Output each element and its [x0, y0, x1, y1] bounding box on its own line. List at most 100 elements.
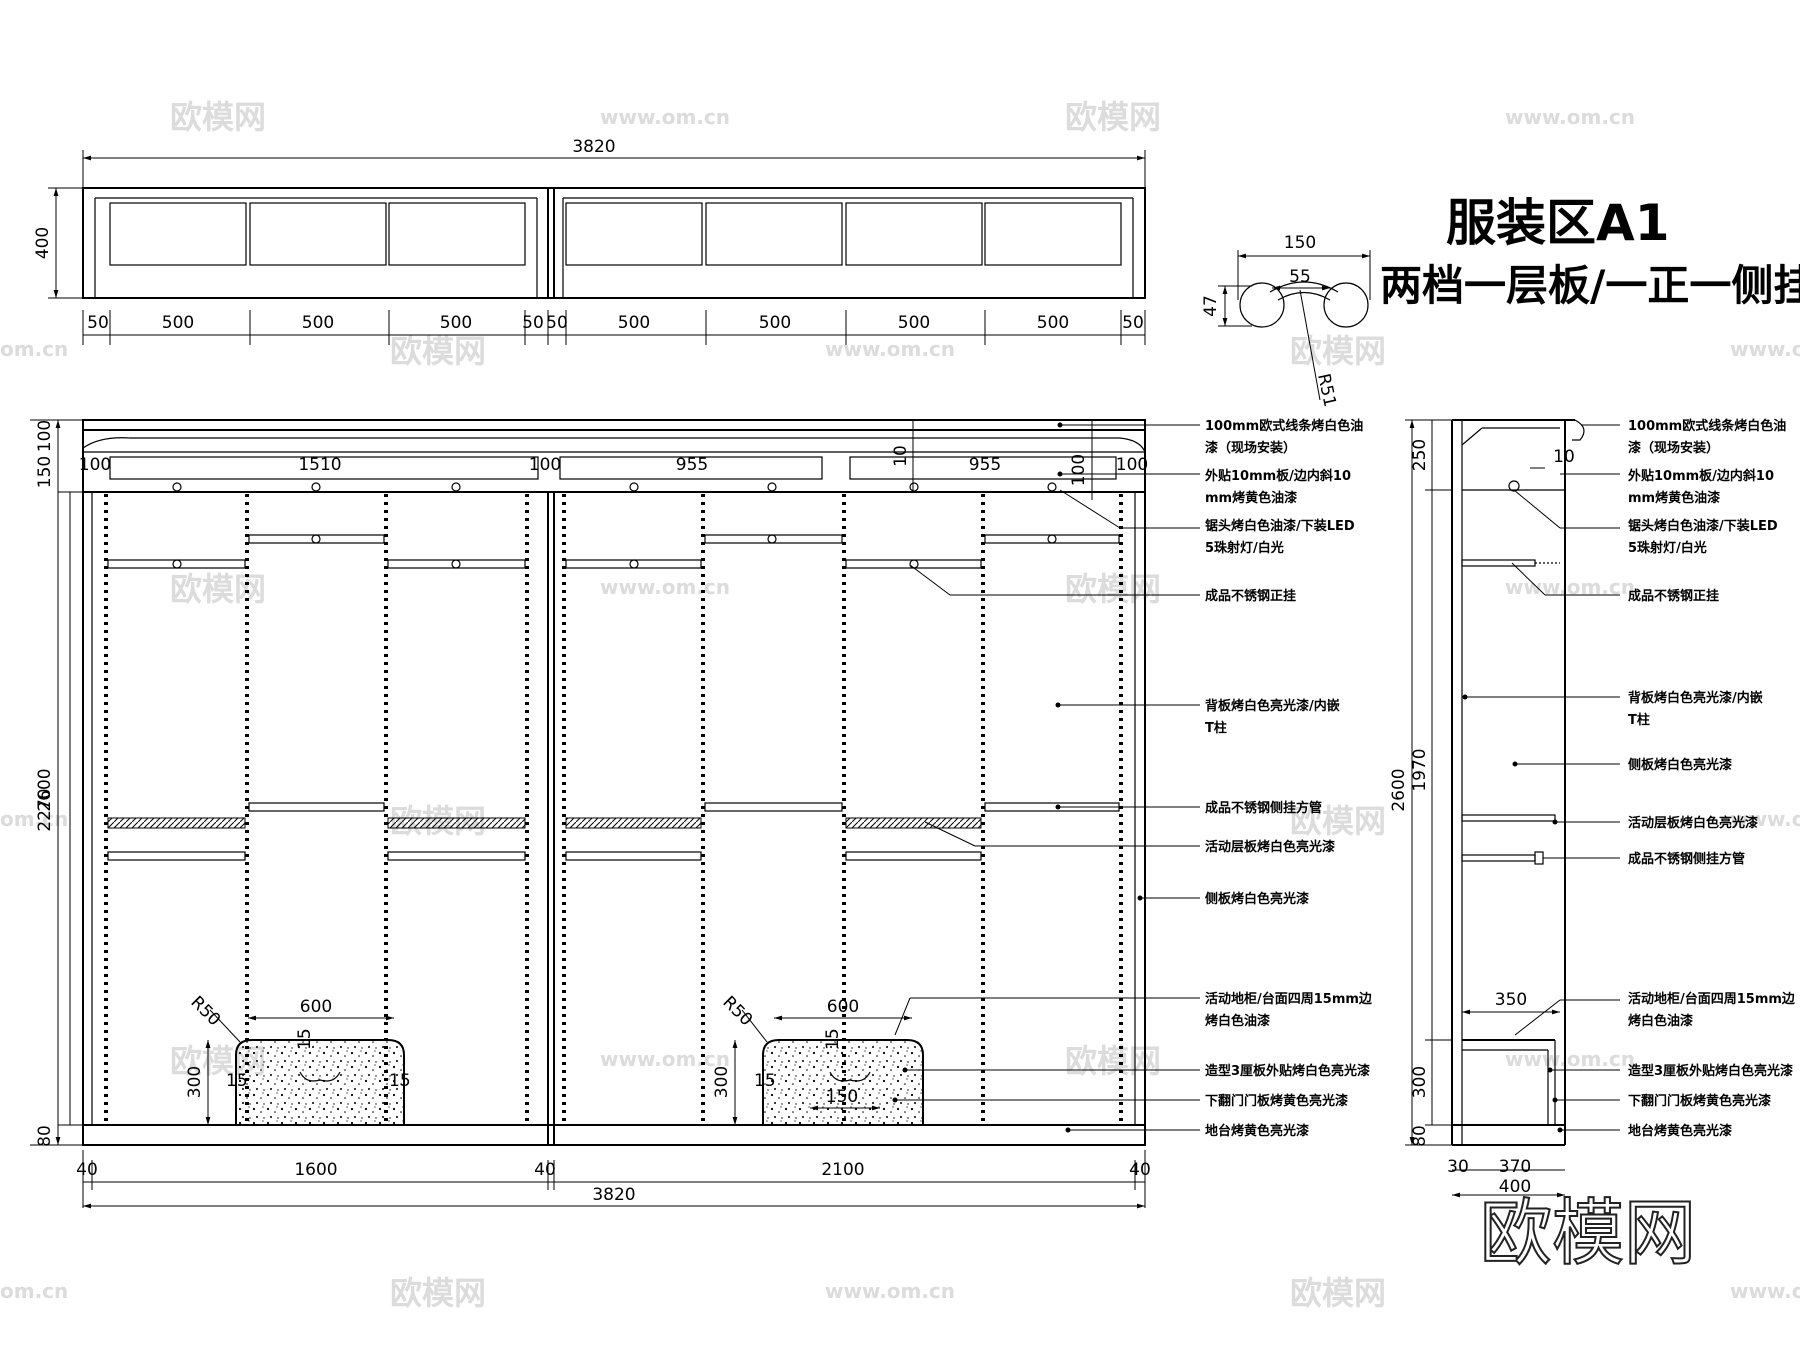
label: 造型3厘板外贴烤白色亮光漆	[1205, 1063, 1370, 1079]
front-height-total: 2600	[35, 768, 55, 811]
small-10: 10	[891, 445, 911, 467]
watermark-logo: 欧模网	[1065, 570, 1161, 608]
watermark-logo: 欧模网	[1290, 802, 1386, 840]
front-top-150: 150	[35, 456, 55, 488]
front-height-main: 2270	[35, 788, 55, 831]
bottom-dim: 1600	[294, 1160, 337, 1180]
side-bottom-400: 400	[1499, 1177, 1531, 1197]
front-elevation: 600 600 300 300 R50 R50 15 15 15 15 15 1…	[30, 419, 1151, 1209]
plan-total-width: 3820	[572, 137, 615, 157]
plan-seg: 50	[1122, 313, 1144, 333]
watermark-short: om.cn	[0, 337, 68, 361]
label: 漆（现场安装）	[1205, 440, 1296, 456]
label: 下翻门门板烤黄色亮光漆	[1205, 1093, 1348, 1109]
watermark-url: www.om.cn	[1730, 1279, 1800, 1303]
watermark-logo: 欧模网	[170, 98, 266, 136]
label: 地台烤黄色亮光漆	[1205, 1123, 1309, 1139]
drawing-subtitle: 两档一层板/一正一侧挂	[1380, 261, 1800, 310]
label: 锯头烤白色油漆/下装LED	[1205, 518, 1355, 534]
bottom-total: 3820	[592, 1185, 635, 1205]
side-label: 活动层板烤白色亮光漆	[1628, 815, 1758, 831]
side-bottom-370: 370	[1499, 1157, 1531, 1177]
profile-inner: 55	[1289, 267, 1311, 287]
label: 侧板烤白色亮光漆	[1205, 891, 1309, 907]
watermark-url: www.om.cn	[600, 105, 730, 129]
front-labels: 100mm欧式线条烤白色油 漆（现场安装） 外贴10mm板/边内斜10 mm烤黄…	[892, 418, 1373, 1139]
label: 活动层板烤白色亮光漆	[1205, 839, 1335, 855]
side-label: T柱	[1628, 712, 1650, 728]
plan-seg: 50	[546, 313, 568, 333]
plan-view: 3820 400 50 500 500 500 50 50 500 500 50…	[33, 137, 1146, 345]
watermark-logo: 欧模网	[170, 570, 266, 608]
cabinet-edge: 15	[754, 1071, 776, 1091]
side-label: 锯头烤白色油漆/下装LED	[1628, 518, 1778, 534]
bottom-dim: 2100	[821, 1160, 864, 1180]
watermark-url: www.om.cn	[600, 575, 730, 599]
top-span: 955	[676, 455, 708, 475]
side-label: 地台烤黄色亮光漆	[1628, 1123, 1732, 1139]
side-label: mm烤黄色油漆	[1628, 490, 1720, 506]
plan-depth: 400	[33, 227, 53, 259]
side-label: 活动地柜/台面四周15mm边	[1628, 991, 1796, 1007]
label: 5珠射灯/白光	[1205, 540, 1284, 556]
plan-seg: 50	[87, 313, 109, 333]
watermark-logo: 欧模网	[1065, 98, 1161, 136]
cabinet-height: 300	[712, 1066, 732, 1098]
side-height-main: 1970	[1410, 748, 1430, 791]
label: 烤白色油漆	[1205, 1013, 1270, 1029]
hanger-profile-detail: 150 55 47 R51	[1201, 233, 1371, 409]
top-span: 1510	[298, 455, 341, 475]
side-label: 漆（现场安装）	[1628, 440, 1719, 456]
side-label: 成品不锈钢正挂	[1628, 588, 1719, 604]
watermark-logo: 欧模网	[1065, 1042, 1161, 1080]
side-small-10: 10	[1553, 447, 1575, 467]
side-labels: 100mm欧式线条烤白色油 漆（现场安装） 外贴10mm板/边内斜10 mm烤黄…	[1462, 418, 1796, 1139]
watermark-url: www.om.cn	[600, 1047, 730, 1071]
side-label: 下翻门门板烤黄色亮光漆	[1628, 1093, 1771, 1109]
side-label: 背板烤白色亮光漆/内嵌	[1628, 690, 1763, 706]
cabinet-radius: R50	[186, 992, 224, 1030]
watermark-big: 欧模网	[1480, 1191, 1696, 1275]
watermark-logo: 欧模网	[1290, 332, 1386, 370]
watermark-short: om.cn	[0, 1279, 68, 1303]
bottom-dim: 40	[534, 1160, 556, 1180]
watermark-url: www.om.cn	[825, 337, 955, 361]
side-label: 成品不锈钢侧挂方管	[1628, 851, 1745, 867]
label: 100mm欧式线条烤白色油	[1205, 418, 1363, 434]
top-span: 955	[969, 455, 1001, 475]
watermark-logo: 欧模网	[390, 332, 486, 370]
side-base-80: 80	[1410, 1125, 1430, 1147]
watermark-logo: 欧模网	[1290, 1274, 1386, 1312]
watermark-url: www.om.cn	[1505, 1047, 1635, 1071]
watermark-logo: 欧模网	[390, 1274, 486, 1312]
plan-seg: 500	[440, 313, 472, 333]
label: 活动地柜/台面四周15mm边	[1205, 991, 1373, 1007]
cabinet-width: 600	[300, 997, 332, 1017]
bottom-dim: 40	[1129, 1160, 1151, 1180]
top-span: 100	[1116, 455, 1148, 475]
label: mm烤黄色油漆	[1205, 490, 1297, 506]
side-height-total: 2600	[1389, 768, 1409, 811]
side-label: 5珠射灯/白光	[1628, 540, 1707, 556]
side-label: 100mm欧式线条烤白色油	[1628, 418, 1786, 434]
watermark-url: www.om.cn	[1505, 105, 1635, 129]
drawing-title: 服装区A1	[1446, 194, 1670, 252]
side-d300: 300	[1410, 1066, 1430, 1098]
label: 背板烤白色亮光漆/内嵌	[1205, 698, 1340, 714]
plan-seg: 500	[759, 313, 791, 333]
side-label: 烤白色油漆	[1628, 1013, 1693, 1029]
side-elevation: 2600 250 1970 300 80 10 350 30 370 400	[1389, 419, 1585, 1198]
cabinet-edge: 15	[823, 1028, 843, 1050]
profile-radius: R51	[1313, 372, 1340, 409]
label: 成品不锈钢侧挂方管	[1205, 800, 1322, 816]
profile-height: 47	[1201, 295, 1221, 317]
cabinet-height: 300	[185, 1066, 205, 1098]
side-bottom-30: 30	[1447, 1157, 1469, 1177]
bottom-dim: 40	[76, 1160, 98, 1180]
side-label: 侧板烤白色亮光漆	[1628, 757, 1732, 773]
side-d350: 350	[1495, 990, 1527, 1010]
plan-seg: 500	[898, 313, 930, 333]
plan-seg: 500	[1037, 313, 1069, 333]
label: 成品不锈钢正挂	[1205, 588, 1296, 604]
